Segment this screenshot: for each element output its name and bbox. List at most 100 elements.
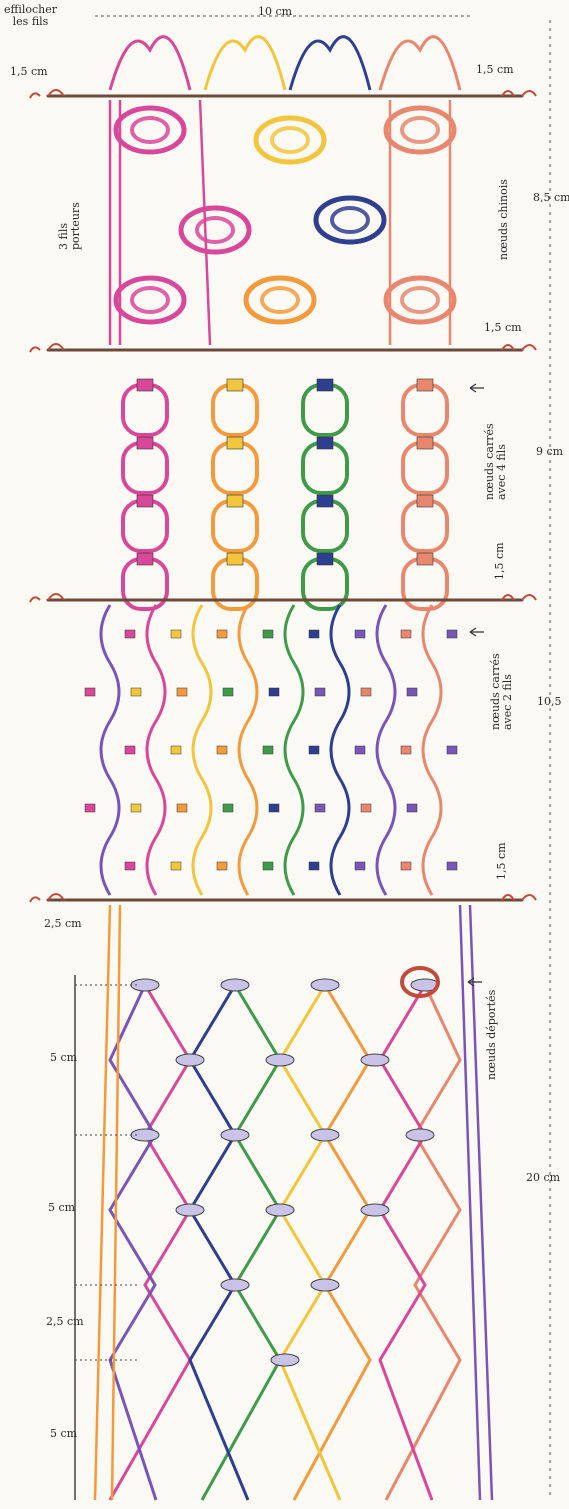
cord-loop [403, 501, 447, 551]
cords-layer [95, 37, 492, 1500]
margin-4-label: 1,5 cm [496, 842, 508, 880]
chinese-knot-inner [332, 208, 368, 232]
chinese-knot [256, 118, 324, 162]
cord-loop [403, 385, 447, 435]
chinese-knot-inner [262, 288, 298, 312]
noeuds-deportes-label: nœuds déportés [486, 990, 498, 1080]
annotation-arrow [470, 384, 484, 392]
left-5cm-c-label: 5 cm [50, 1428, 77, 1440]
cord-loop [123, 501, 167, 551]
chinese-knot [116, 108, 184, 152]
small-square-knot [223, 688, 233, 696]
lattice-cord [101, 605, 119, 895]
margin-top-left-label: 1,5 cm [10, 66, 48, 78]
cord-loop [213, 385, 257, 435]
margin-3-label: 1,5 cm [494, 542, 506, 580]
top-loop [205, 37, 285, 90]
net-knot [311, 1279, 339, 1291]
small-square-knot [355, 746, 365, 754]
square-knot [137, 379, 153, 391]
small-square-knot [217, 630, 227, 638]
small-square-knot [171, 862, 181, 870]
small-square-knot [361, 804, 371, 812]
net-knot [221, 1129, 249, 1141]
small-square-knot [355, 630, 365, 638]
small-square-knot [407, 688, 417, 696]
small-square-knot [223, 804, 233, 812]
cord-loop [303, 385, 347, 435]
small-square-knot [263, 862, 273, 870]
cord-loop [123, 443, 167, 493]
square-knot [317, 379, 333, 391]
square-knot [417, 379, 433, 391]
small-square-knot [407, 804, 417, 812]
small-square-knot [269, 688, 279, 696]
left-2-5cm-a-label: 2,5 cm [44, 918, 82, 930]
top-loop [110, 37, 190, 90]
fringe-cord [460, 905, 480, 1500]
net-knot [176, 1054, 204, 1066]
chinese-knot-inner [132, 288, 168, 312]
chinese-knot [316, 198, 384, 242]
section1-height-label: 8,5 cm [533, 192, 569, 204]
small-square-knot [315, 804, 325, 812]
cord-loop [213, 501, 257, 551]
small-square-knot [355, 862, 365, 870]
section4-height-label: 20 cm [526, 1172, 560, 1184]
small-square-knot [309, 862, 319, 870]
small-square-knot [401, 862, 411, 870]
effilocher-label: effilocher les fils [4, 4, 57, 28]
section2-height-label: 9 cm [536, 446, 563, 458]
small-square-knot [177, 804, 187, 812]
lattice-cord [423, 605, 441, 895]
lattice-cord [331, 605, 349, 895]
chinese-knot [246, 278, 314, 322]
square-knot [227, 437, 243, 449]
small-square-knot [125, 630, 135, 638]
small-square-knot [171, 746, 181, 754]
small-square-knot [309, 630, 319, 638]
net-knot [221, 1279, 249, 1291]
square-knot [317, 495, 333, 507]
small-square-knot [447, 746, 457, 754]
chinese-knot-inner [132, 118, 168, 142]
annotation-arrow [468, 978, 482, 986]
top-width-label: 10 cm [258, 6, 292, 18]
noeuds-chinois-label: nœuds chinois [498, 179, 510, 260]
chinese-knot-inner [197, 218, 233, 242]
cord-loop [123, 385, 167, 435]
lattice-cord [285, 605, 303, 895]
net-knot [271, 1354, 299, 1366]
small-square-knot [125, 862, 135, 870]
fringe-cord [95, 905, 110, 1500]
left-5cm-b-label: 5 cm [48, 1202, 75, 1214]
small-square-knot [217, 862, 227, 870]
small-square-knot [125, 746, 135, 754]
chinese-knot [386, 278, 454, 322]
small-square-knot [447, 862, 457, 870]
small-square-knot [85, 688, 95, 696]
noeuds-4-label: nœuds carrés avec 4 fils [484, 423, 508, 500]
square-knot [417, 495, 433, 507]
square-knot [417, 437, 433, 449]
net-knot [361, 1054, 389, 1066]
square-knot [227, 379, 243, 391]
lattice-cord [239, 605, 257, 895]
chinese-knot [181, 208, 249, 252]
porteurs-label: 3 fils porteurs [58, 202, 82, 250]
chinese-knot-inner [402, 118, 438, 142]
net-knot [176, 1204, 204, 1216]
small-square-knot [361, 688, 371, 696]
square-knot [317, 553, 333, 565]
section3-height-label: 10,5 [537, 696, 562, 708]
annotation-arrow [470, 628, 484, 636]
cord-loop [303, 443, 347, 493]
cord-loop [303, 501, 347, 551]
lattice-cord [193, 605, 211, 895]
cord-loop [213, 443, 257, 493]
lattice-cord [147, 605, 165, 895]
net-cord [386, 985, 460, 1500]
square-knot [137, 553, 153, 565]
left-2-5cm-b-label: 2,5 cm [46, 1316, 84, 1328]
